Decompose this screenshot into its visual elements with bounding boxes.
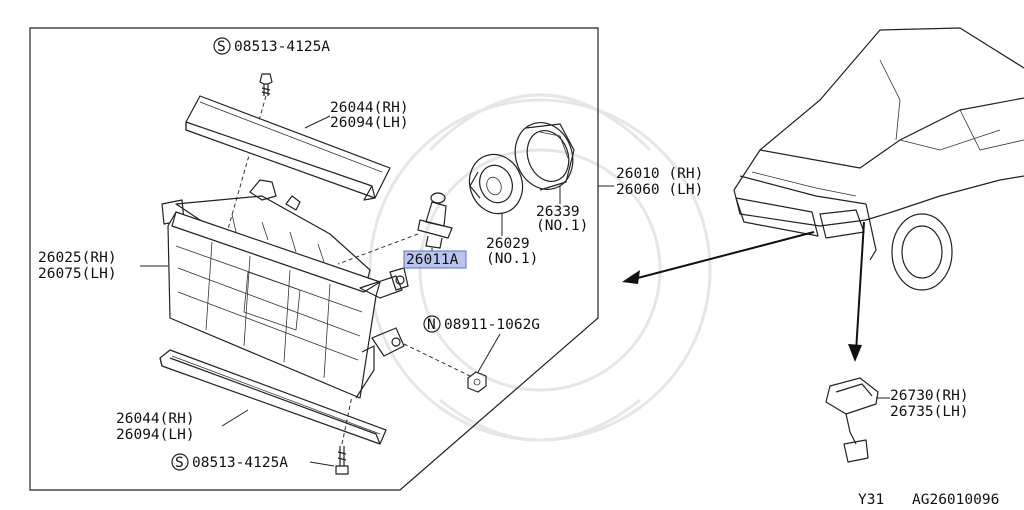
side-marker-lamp[interactable] [825, 377, 879, 463]
molding-top[interactable] [185, 95, 391, 201]
guide-line-bulb [337, 233, 419, 265]
label-molding-top-rh: 26044(RH) [330, 100, 409, 116]
nut[interactable] [467, 371, 487, 393]
arrow-headlamp-location [629, 231, 815, 281]
leader-molding-top [304, 115, 331, 129]
circle-s-bottom-icon [171, 453, 189, 471]
vehicle-sketch [733, 27, 1024, 291]
label-cap-no: (NO.1) [536, 218, 588, 234]
footer-model: Y31 [858, 492, 884, 508]
dust-cap[interactable] [506, 114, 582, 197]
label-bulb[interactable]: 26011A [406, 252, 459, 268]
circle-s-top-icon [213, 37, 231, 55]
label-cap-part: 26339 [536, 204, 580, 220]
label-side-lamp-rh: 26730(RH) [890, 388, 969, 404]
socket[interactable] [461, 147, 530, 221]
label-bulb-highlight [403, 250, 467, 269]
label-assembly-rh: 26010 (RH) [616, 166, 703, 182]
label-molding-top-lh: 26094(LH) [330, 115, 409, 131]
assembly-frame [29, 27, 599, 491]
circle-n-letter: N [427, 317, 436, 333]
label-socket-no: (NO.1) [486, 251, 538, 267]
label-assembly-lh: 26060 (LH) [616, 182, 703, 198]
label-screw-top: 08513-4125A [234, 39, 330, 55]
guide-line-nut [403, 343, 471, 377]
label-screw-bottom: 08513-4125A [192, 455, 288, 471]
footer-code: AG26010096 [912, 492, 999, 508]
leader-molding-bottom [221, 409, 249, 427]
watermark-emblem [368, 93, 712, 442]
label-molding-bottom-rh: 26044(RH) [116, 411, 195, 427]
screw-top[interactable] [259, 73, 273, 96]
label-nut: 08911-1062G [444, 317, 540, 333]
bulb[interactable] [417, 192, 453, 249]
guide-line-screw-bottom [341, 395, 353, 445]
label-molding-bottom-lh: 26094(LH) [116, 427, 195, 443]
leader-nut [477, 333, 501, 373]
label-side-lamp-lh: 26735(LH) [890, 404, 969, 420]
molding-bottom[interactable] [159, 349, 387, 445]
circle-n-icon [423, 315, 441, 333]
circle-s-bottom-letter: S [175, 455, 184, 471]
leader-screw-bottom [309, 461, 335, 467]
label-lens-rh: 26025(RH) [38, 250, 117, 266]
arrowhead-headlamp-icon [622, 270, 640, 284]
label-socket-part: 26029 [486, 236, 530, 252]
label-lens-lh: 26075(LH) [38, 266, 117, 282]
arrow-side-lamp-location [855, 221, 865, 353]
circle-s-top-letter: S [217, 39, 226, 55]
screw-bottom[interactable] [335, 446, 349, 475]
arrowhead-side-lamp-icon [848, 344, 862, 362]
headlamp-housing[interactable] [161, 179, 409, 399]
